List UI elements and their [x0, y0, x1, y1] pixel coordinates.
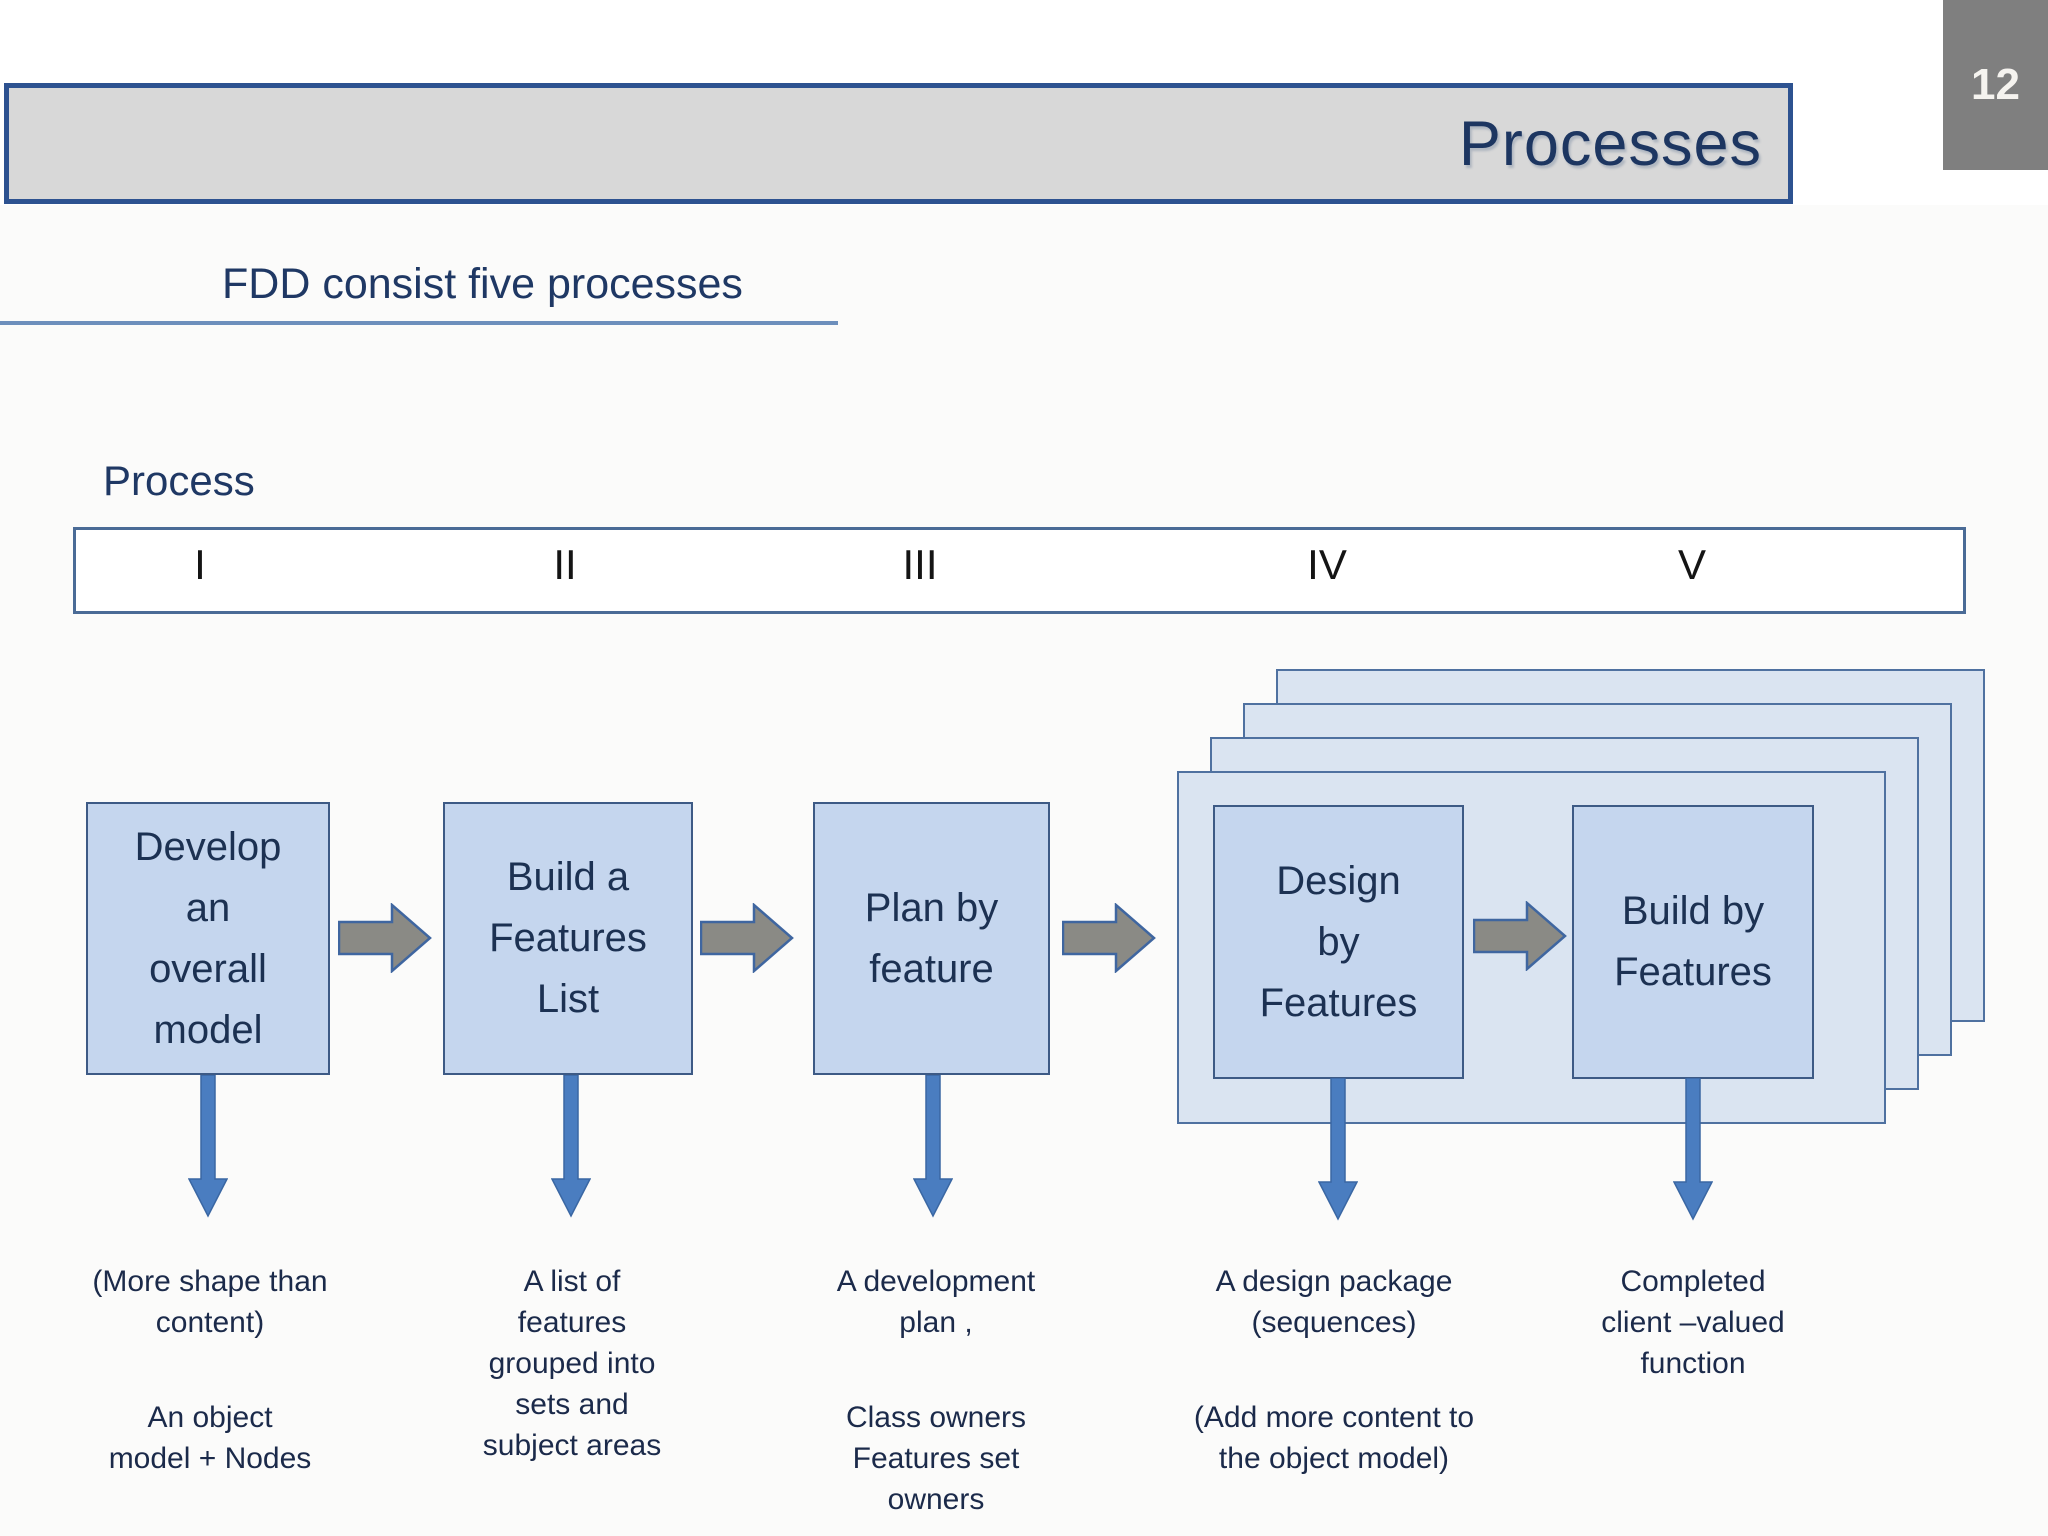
process-numerals-box	[73, 527, 1966, 614]
right-arrow-icon	[700, 903, 794, 973]
slide-title: Processes	[1458, 108, 1762, 179]
numeral-step-1: I	[194, 541, 206, 588]
numeral-step-3: III	[902, 541, 938, 588]
down-arrow-icon	[1318, 1078, 1358, 1221]
step-output-description: A design package (sequences) (Add more c…	[1114, 1220, 1554, 1520]
description-text: A design package (sequences)	[1215, 1265, 1453, 1339]
process-section-label: Process	[103, 457, 255, 504]
down-arrow-icon	[188, 1075, 228, 1218]
description-text: A list of features grouped into sets and…	[482, 1265, 662, 1462]
right-arrow-icon	[1062, 903, 1156, 973]
process-box-design-by-features: Design by Features	[1213, 805, 1464, 1079]
step-output-description: Completed client –valued function	[1473, 1220, 1913, 1425]
process-box-plan-by-feature: Plan by feature	[813, 802, 1050, 1075]
description-text: Completed client –valued function	[1601, 1265, 1785, 1380]
process-box-build-features-list: Build a Features List	[443, 802, 693, 1075]
page-number: 12	[1971, 60, 2020, 109]
numeral-step-2: II	[553, 541, 577, 588]
page-number-badge: 12	[1943, 0, 2048, 170]
description-text: An object model + Nodes	[108, 1401, 312, 1475]
description-text: A development plan ,	[836, 1265, 1036, 1339]
process-box-develop-overall-model: Develop an overall model	[86, 802, 330, 1075]
description-text: Class owners Features set owners	[845, 1401, 1027, 1516]
step-output-description: A development plan , Class owners Featur…	[716, 1220, 1156, 1536]
subtitle-underline	[0, 321, 838, 325]
down-arrow-icon	[551, 1075, 591, 1218]
down-arrow-icon	[913, 1075, 953, 1218]
description-text: (More shape than content)	[92, 1265, 328, 1339]
step-output-description: A list of features grouped into sets and…	[352, 1220, 792, 1507]
numeral-step-4: IV	[1307, 541, 1347, 588]
description-text: (Add more content to the object model)	[1193, 1401, 1475, 1475]
down-arrow-icon	[1673, 1078, 1713, 1221]
step-output-description: (More shape than content) An object mode…	[0, 1220, 430, 1520]
right-arrow-icon	[338, 903, 432, 973]
title-bar: Processes	[4, 83, 1793, 204]
right-arrow-icon	[1473, 901, 1567, 971]
slide-subtitle: FDD consist five processes	[222, 260, 743, 308]
process-box-build-by-features: Build by Features	[1572, 805, 1814, 1079]
numeral-step-5: V	[1677, 541, 1707, 588]
